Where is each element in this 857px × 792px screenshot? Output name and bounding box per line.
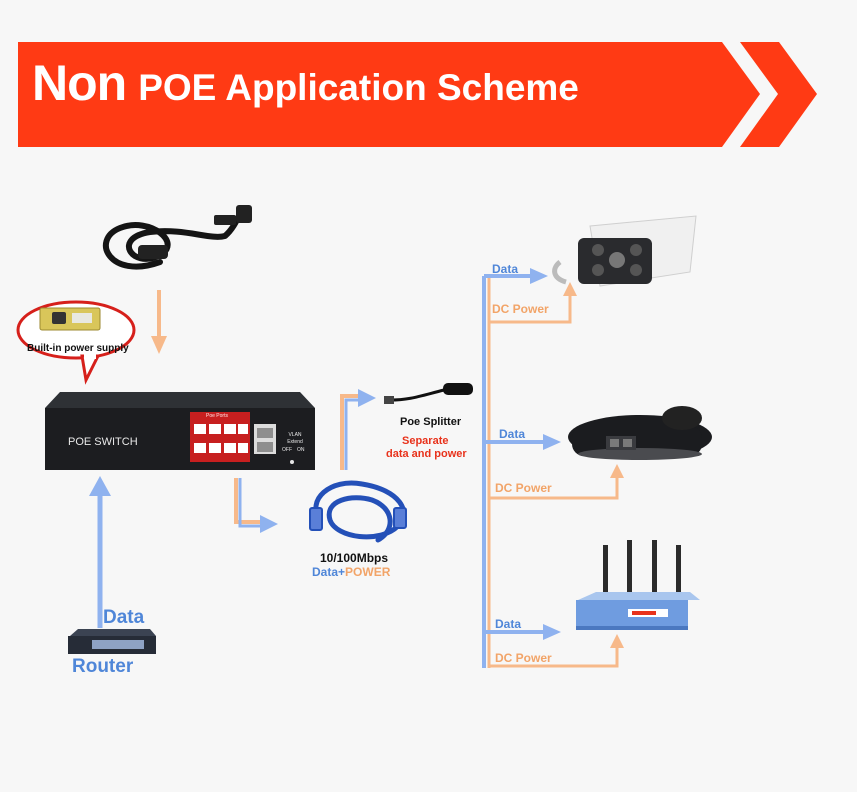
cable-to-splitter-arrowhead xyxy=(358,389,376,407)
camera-power-arrowhead xyxy=(563,282,577,296)
splitter-line2: data and power xyxy=(386,448,467,460)
banner-background xyxy=(18,42,760,147)
splitter-title: Poe Splitter xyxy=(400,416,462,428)
router-label: Router xyxy=(72,656,134,677)
camera-power-line xyxy=(489,294,572,324)
router-icon xyxy=(68,629,156,654)
camera-data-arrowhead xyxy=(530,268,548,284)
poe-splitter-icon xyxy=(384,383,473,404)
phone-power-line xyxy=(489,476,619,500)
wifi-power-line xyxy=(489,646,619,668)
cable-speed-label: 10/100Mbps xyxy=(320,551,389,565)
banner-chevron-icon xyxy=(740,42,817,147)
banner-title: Non POE Application Scheme xyxy=(32,58,579,108)
ip-camera-icon xyxy=(552,215,697,287)
cable-data-word: Data+ xyxy=(312,565,346,579)
cable-power-word: POWER xyxy=(345,565,391,579)
ip-phone-icon xyxy=(568,406,712,460)
power-cord-icon xyxy=(102,205,252,270)
splitter-line1: Separate xyxy=(402,435,449,447)
banner-title-rest: POE Application Scheme xyxy=(138,67,579,108)
switch-ports-label: Poe Ports xyxy=(206,413,228,419)
switch-on-label: ON xyxy=(297,447,305,453)
power-supply-label: Built-in power supply xyxy=(27,343,129,354)
phone-data-arrowhead xyxy=(543,434,561,450)
switch-off-label: OFF xyxy=(282,447,292,453)
wifi-power-label: DC Power xyxy=(495,651,552,665)
wifi-data-label: Data xyxy=(495,617,522,631)
router-data-arrowhead xyxy=(89,476,111,496)
network-cable-icon xyxy=(309,480,407,543)
wifi-data-arrowhead xyxy=(543,624,561,640)
wifi-power-arrowhead xyxy=(610,634,624,648)
power-feed-arrowhead xyxy=(151,336,167,354)
cable-to-splitter-line xyxy=(340,394,360,470)
switch-to-cable-line xyxy=(234,478,262,524)
poe-switch xyxy=(45,392,315,470)
router-data-label: Data xyxy=(103,607,145,628)
camera-power-label: DC Power xyxy=(492,302,549,316)
phone-power-arrowhead xyxy=(610,464,624,478)
cable-type-label: Data+POWER xyxy=(312,566,390,578)
wireless-router-icon xyxy=(576,540,700,630)
phone-power-label: DC Power xyxy=(495,481,552,495)
switch-label: POE SWITCH xyxy=(68,436,138,448)
switch-vlan-label: VLAN Extend xyxy=(287,432,303,445)
camera-data-label: Data xyxy=(492,262,519,276)
banner-title-big: Non xyxy=(32,55,127,111)
switch-to-cable-arrowhead xyxy=(260,515,278,533)
phone-data-label: Data xyxy=(499,427,526,441)
power-supply-bubble xyxy=(16,300,136,385)
